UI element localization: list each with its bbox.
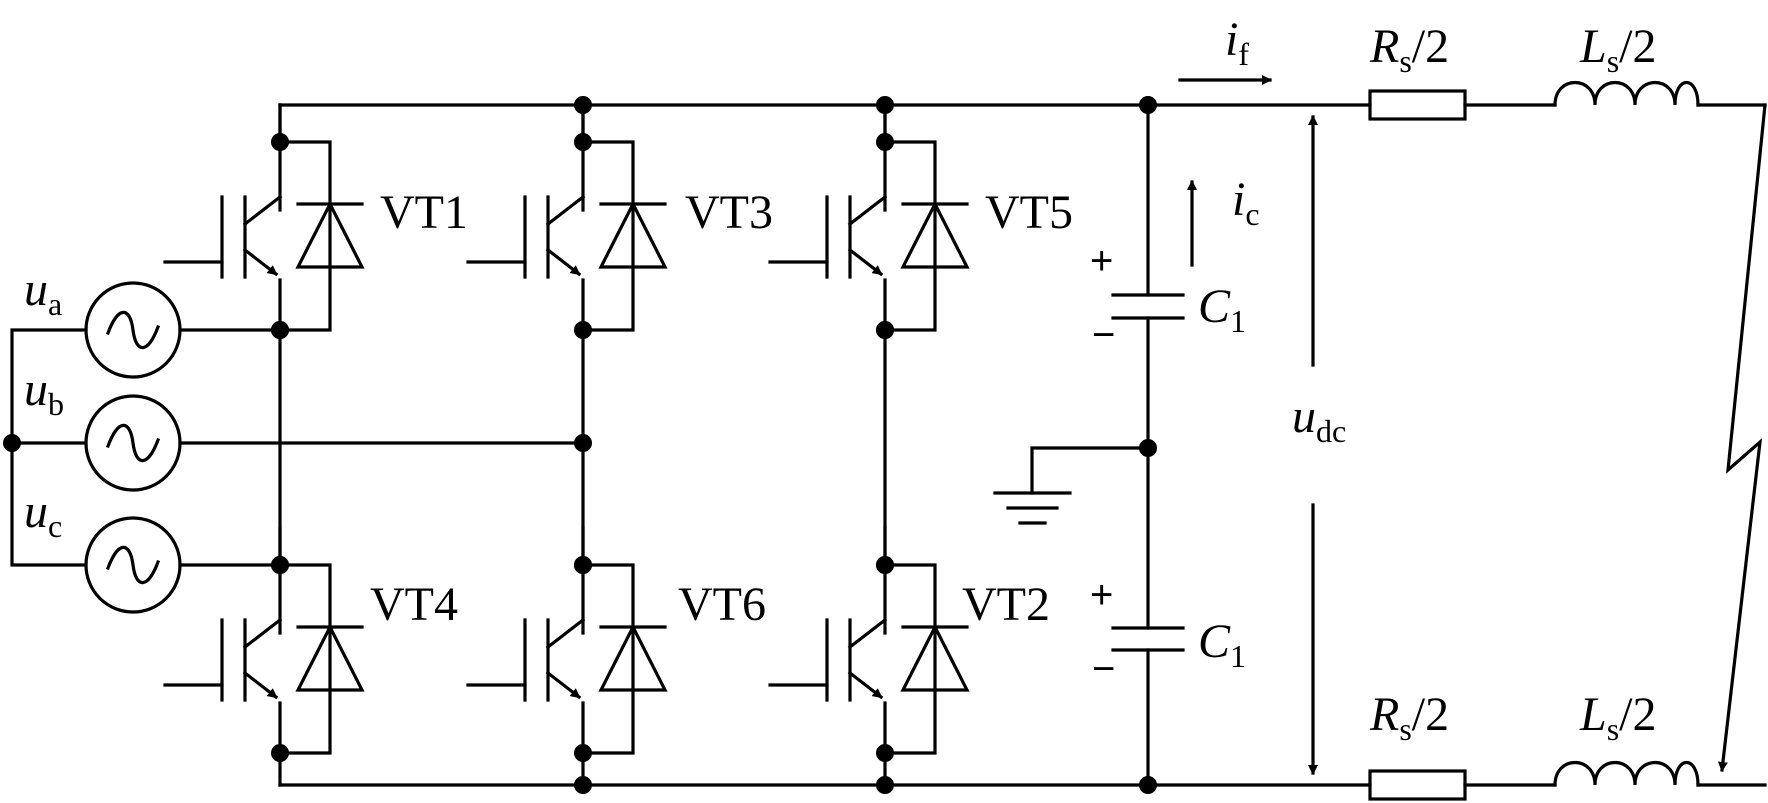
junction-node bbox=[574, 434, 592, 452]
switch-vt6 bbox=[466, 526, 668, 762]
ground-icon bbox=[993, 446, 1150, 525]
switch-vt2 bbox=[768, 526, 970, 762]
switch-label-vt6: VT6 bbox=[678, 578, 766, 631]
switch-label-vt3: VT3 bbox=[685, 186, 773, 239]
line-impedance-top: Rs/2 Ls/2 bbox=[1368, 20, 1700, 121]
junction-node bbox=[876, 776, 894, 794]
inductor-label-bottom: Ls/2 bbox=[1579, 688, 1657, 747]
capacitor-icon bbox=[1111, 293, 1185, 320]
switch-label-vt5: VT5 bbox=[985, 186, 1073, 239]
ac-source-icon bbox=[84, 281, 182, 379]
source-label-uc: uc bbox=[24, 485, 62, 544]
inductor-label-top: Ls/2 bbox=[1579, 20, 1657, 79]
dc-link: + − + − C1 C1 ic bbox=[993, 96, 1260, 794]
cap-bottom-label: C1 bbox=[1198, 615, 1246, 674]
ac-source-icon bbox=[84, 516, 182, 614]
source-label-ub: ub bbox=[24, 363, 64, 422]
igbt-icon bbox=[466, 526, 635, 762]
diode-icon bbox=[295, 200, 365, 269]
fault-icon bbox=[1717, 103, 1767, 772]
junction-node bbox=[1139, 776, 1157, 794]
line-impedance-bottom: Rs/2 Ls/2 bbox=[1368, 688, 1700, 801]
switch-vt3 bbox=[466, 103, 668, 339]
igbt-icon bbox=[768, 526, 937, 762]
inductor-icon bbox=[1553, 760, 1700, 787]
resistor-icon bbox=[1368, 89, 1467, 121]
cap-top-plus: + bbox=[1090, 239, 1113, 283]
diode-icon bbox=[598, 623, 668, 692]
junction-node bbox=[1139, 96, 1157, 114]
inductor-icon bbox=[1553, 80, 1700, 107]
if-label: if bbox=[1225, 13, 1249, 72]
switch-vt1 bbox=[163, 103, 365, 339]
resistor-icon bbox=[1368, 769, 1467, 801]
cap-top-minus: − bbox=[1092, 313, 1115, 357]
udc-label: udc bbox=[1292, 390, 1346, 449]
ac-source-icon bbox=[84, 394, 182, 492]
ic-label: ic bbox=[1232, 173, 1260, 232]
resistor-label-bottom: Rs/2 bbox=[1369, 688, 1449, 747]
diode-icon bbox=[295, 623, 365, 692]
diode-icon bbox=[900, 200, 970, 269]
switch-label-vt4: VT4 bbox=[370, 578, 458, 631]
igbt-icon bbox=[163, 103, 332, 339]
cap-top-label: C1 bbox=[1198, 280, 1246, 339]
cap-bottom-plus: + bbox=[1090, 573, 1113, 617]
cap-bottom-minus: − bbox=[1092, 647, 1115, 691]
neutral-node bbox=[3, 434, 21, 452]
resistor-label-top: Rs/2 bbox=[1369, 20, 1449, 79]
switch-cells bbox=[163, 103, 970, 762]
ac-sources: ua ub uc bbox=[3, 263, 585, 614]
igbt-icon bbox=[163, 526, 332, 762]
switch-vt5 bbox=[768, 103, 970, 339]
diode-icon bbox=[900, 623, 970, 692]
diode-icon bbox=[598, 200, 668, 269]
switch-vt4 bbox=[163, 526, 365, 762]
dc-voltage-indicator: udc bbox=[1292, 115, 1346, 775]
capacitor-icon bbox=[1111, 626, 1185, 652]
switch-label-vt1: VT1 bbox=[380, 186, 468, 239]
junction-node bbox=[574, 776, 592, 794]
switch-label-vt2: VT2 bbox=[962, 578, 1050, 631]
source-label-ua: ua bbox=[24, 263, 62, 322]
dc-bus bbox=[278, 103, 1767, 787]
igbt-icon bbox=[466, 103, 635, 339]
igbt-icon bbox=[768, 103, 937, 339]
